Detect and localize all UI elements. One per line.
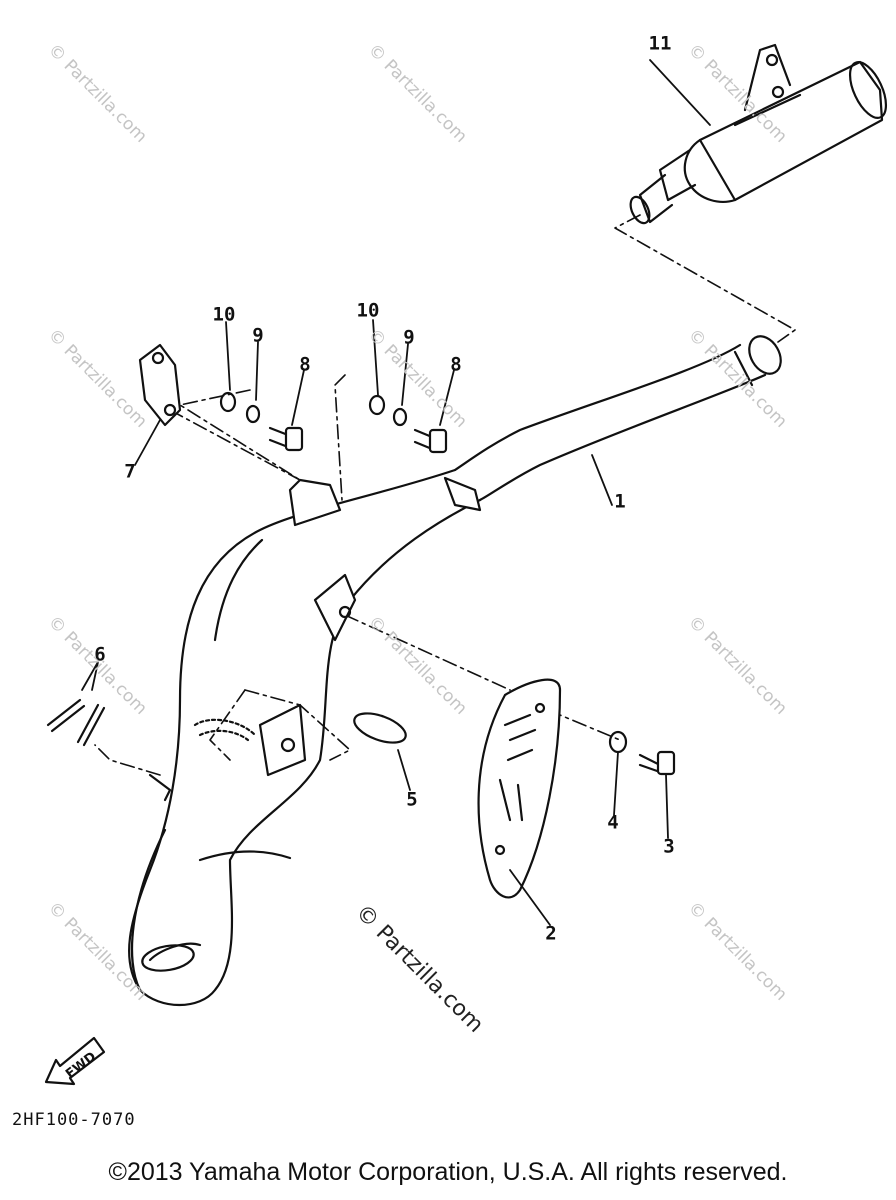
callout-9-left: 9 <box>252 324 264 347</box>
callout-1: 1 <box>614 490 626 513</box>
callout-8-right: 8 <box>450 353 462 376</box>
callout-11: 11 <box>648 32 672 55</box>
callout-9-right: 9 <box>403 326 415 349</box>
bracket-drawing <box>138 343 182 427</box>
protector-drawing <box>477 678 562 899</box>
callout-5: 5 <box>406 788 418 811</box>
callout-7: 7 <box>124 460 136 483</box>
fwd-arrow-icon: FWD <box>44 1036 106 1086</box>
fasteners-drawing <box>219 391 448 454</box>
springs-drawing <box>46 698 172 802</box>
diagram-code: 2HF100-7070 <box>12 1110 136 1130</box>
gasket-drawing <box>353 712 407 744</box>
silencer-drawing <box>629 43 888 225</box>
callout-8-left: 8 <box>299 353 311 376</box>
copyright-notice: ©2013 Yamaha Motor Corporation, U.S.A. A… <box>108 1158 788 1186</box>
leader-lines <box>81 59 711 926</box>
alignment-lines <box>94 214 796 776</box>
callout-10-right: 10 <box>356 299 380 322</box>
callout-4: 4 <box>607 811 619 834</box>
callout-2: 2 <box>545 922 557 945</box>
callout-10-left: 10 <box>212 303 236 326</box>
exhaust-pipe-drawing <box>128 335 782 1007</box>
callout-3: 3 <box>663 835 675 858</box>
washer-bolt-drawing <box>608 730 676 776</box>
mount-tabs <box>193 478 357 777</box>
callout-6: 6 <box>94 643 106 666</box>
